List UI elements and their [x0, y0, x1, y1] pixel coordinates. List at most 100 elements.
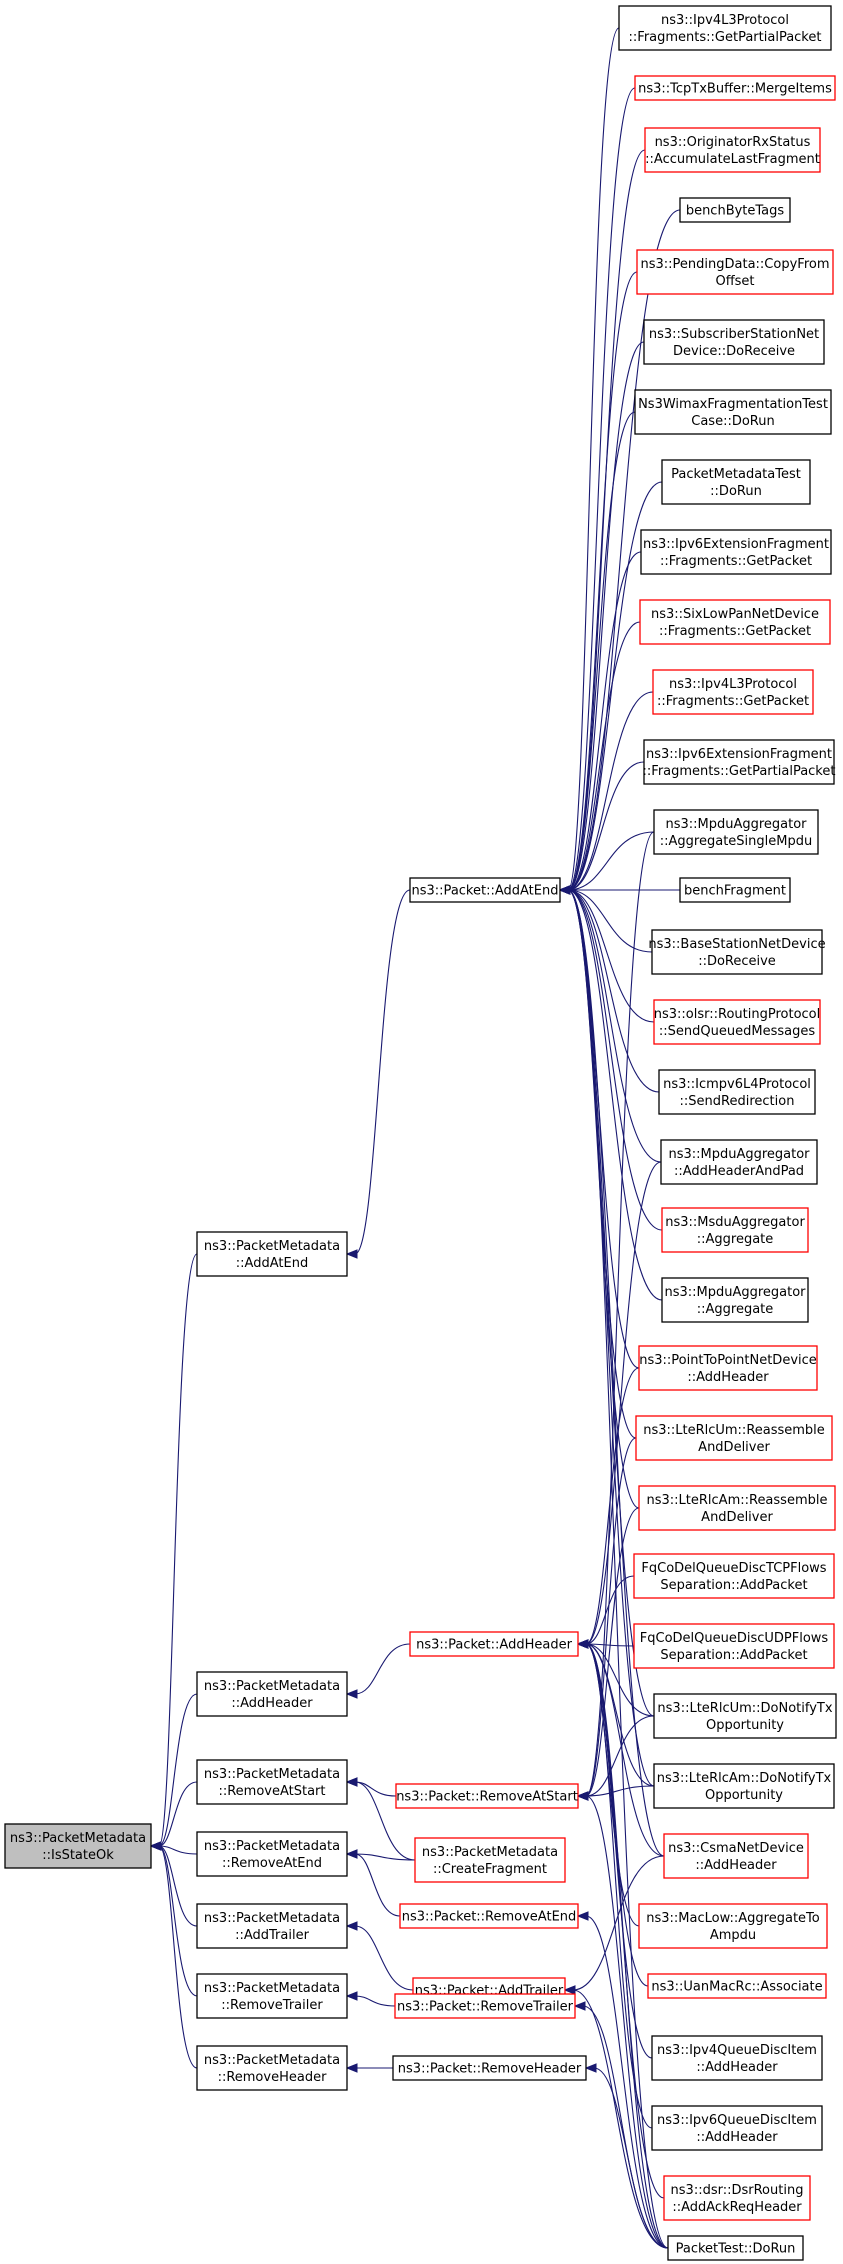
- graph-node[interactable]: ns3::MpduAggregator::Aggregate: [661, 1277, 809, 1323]
- graph-node[interactable]: ns3::MpduAggregator::AggregateSingleMpdu: [653, 809, 819, 855]
- graph-node[interactable]: ns3::Ipv4L3Protocol::Fragments::GetPacke…: [652, 669, 814, 715]
- node-label: benchByteTags: [686, 204, 785, 219]
- node-box: [638, 1903, 828, 1949]
- node-label: ::AddHeader: [695, 1858, 777, 1873]
- node-label: ::AddTrailer: [235, 1928, 309, 1943]
- node-box: [409, 877, 561, 903]
- arrowhead-icon: [576, 1911, 589, 1921]
- node-box: [633, 1553, 835, 1599]
- call-edge: [585, 1795, 669, 2249]
- node-box: [658, 1069, 816, 1115]
- graph-node[interactable]: ns3::PacketMetadata::RemoveTrailer: [196, 1973, 348, 2019]
- graph-node[interactable]: ns3::MpduAggregator::AddHeaderAndPad: [660, 1139, 818, 1185]
- graph-node[interactable]: ns3::PointToPointNetDevice::AddHeader: [638, 1345, 818, 1391]
- node-label: ns3::Packet::AddAtEnd: [412, 884, 559, 899]
- node-label: ::Aggregate: [697, 1232, 774, 1247]
- graph-node[interactable]: ns3::Ipv4L3Protocol::Fragments::GetParti…: [618, 5, 832, 51]
- node-label: ns3::Packet::AddHeader: [416, 1638, 572, 1653]
- call-edge: [354, 1925, 414, 1991]
- call-edge: [158, 1781, 198, 1847]
- node-label: FqCoDelQueueDiscTCPFlows: [641, 1561, 826, 1576]
- graph-node[interactable]: ns3::UanMacRc::Associate: [647, 1973, 827, 1999]
- node-label: Opportunity: [706, 1718, 784, 1733]
- call-edge: [567, 209, 681, 891]
- graph-node[interactable]: ns3::OriginatorRxStatus::AccumulateLastF…: [644, 127, 821, 173]
- graph-node[interactable]: ns3::PacketMetadata::AddAtEnd: [196, 1231, 348, 1277]
- graph-node[interactable]: ns3::PacketMetadata::IsStateOk: [4, 1823, 152, 1869]
- node-label: ::Fragments::GetPartialPacket: [629, 30, 822, 45]
- graph-node[interactable]: ns3::Icmpv6L4Protocol::SendRedirection: [658, 1069, 816, 1115]
- node-label: ::CreateFragment: [433, 1862, 547, 1877]
- node-box: [640, 529, 832, 575]
- call-edge: [585, 1575, 635, 1645]
- node-box: [661, 1277, 809, 1323]
- call-edge: [354, 1643, 411, 1695]
- call-edge: [567, 889, 665, 1857]
- call-edge: [585, 1915, 669, 2249]
- node-label: ::AggregateSingleMpdu: [660, 834, 812, 849]
- graph-node[interactable]: benchFragment: [679, 877, 791, 903]
- graph-node[interactable]: ns3::Packet::RemoveTrailer: [394, 1993, 576, 2019]
- graph-node[interactable]: ns3::PacketMetadata::AddHeader: [196, 1671, 348, 1717]
- node-label: ::Fragments::GetPacket: [659, 624, 811, 639]
- graph-node[interactable]: ns3::Packet::RemoveHeader: [392, 2055, 587, 2081]
- call-edge: [567, 551, 642, 891]
- node-box: [196, 1831, 348, 1877]
- graph-node[interactable]: ns3::BaseStationNetDevice::DoReceive: [648, 929, 826, 975]
- call-edge: [158, 1253, 198, 1847]
- graph-node[interactable]: ns3::SubscriberStationNetDevice::DoRecei…: [643, 319, 825, 365]
- graph-node[interactable]: ns3::PacketMetadata::RemoveAtEnd: [196, 1831, 348, 1877]
- node-label: ::AddAtEnd: [236, 1256, 308, 1271]
- node-label: ns3::PacketMetadata: [204, 2053, 340, 2068]
- graph-node[interactable]: ns3::PacketMetadata::RemoveAtStart: [196, 1759, 348, 1805]
- node-box: [414, 1837, 566, 1883]
- node-label: ns3::BaseStationNetDevice: [648, 937, 825, 952]
- graph-node[interactable]: ns3::MsduAggregator::Aggregate: [661, 1207, 809, 1253]
- node-box: [661, 459, 811, 505]
- node-box: [196, 2045, 348, 2091]
- graph-node[interactable]: PacketMetadataTest::DoRun: [661, 459, 811, 505]
- graph-node[interactable]: ns3::SixLowPanNetDevice::Fragments::GetP…: [639, 599, 831, 645]
- call-edge: [585, 1437, 637, 1797]
- node-box: [196, 1973, 348, 2019]
- graph-node[interactable]: FqCoDelQueueDiscTCPFlowsSeparation::AddP…: [633, 1553, 835, 1599]
- graph-node[interactable]: ns3::PacketMetadata::CreateFragment: [414, 1837, 566, 1883]
- node-label: ns3::LteRlcAm::Reassemble: [647, 1493, 828, 1508]
- node-label: ns3::Packet::RemoveHeader: [398, 2062, 582, 2077]
- node-label: ns3::MacLow::AggregateTo: [646, 1911, 820, 1926]
- graph-node[interactable]: ns3::dsr::DsrRouting::AddAckReqHeader: [663, 2175, 811, 2221]
- arrowhead-icon: [345, 1777, 358, 1787]
- arrowhead-icon: [345, 1921, 358, 1931]
- graph-node[interactable]: ns3::Ipv6ExtensionFragment::Fragments::G…: [640, 529, 832, 575]
- graph-node[interactable]: ns3::PacketMetadata::RemoveHeader: [196, 2045, 348, 2091]
- graph-node[interactable]: ns3::Packet::AddHeader: [409, 1631, 579, 1657]
- node-label: ::AddHeader: [696, 2060, 778, 2075]
- call-edge: [567, 411, 636, 891]
- node-label: ns3::Ipv4L3Protocol: [669, 677, 797, 692]
- call-edge: [567, 341, 645, 891]
- graph-node[interactable]: ns3::Packet::RemoveAtStart: [395, 1783, 579, 1809]
- node-label: ::SendQueuedMessages: [659, 1024, 815, 1039]
- graph-node[interactable]: ns3::Ipv6QueueDiscItem::AddHeader: [651, 2105, 823, 2151]
- node-label: ::Fragments::GetPacket: [660, 554, 812, 569]
- graph-node[interactable]: ns3::Packet::AddAtEnd: [409, 877, 561, 903]
- graph-node[interactable]: PacketTest::DoRun: [667, 2235, 804, 2261]
- node-label: ::RemoveTrailer: [221, 1998, 323, 2013]
- graph-node[interactable]: FqCoDelQueueDiscUDPFlowsSeparation::AddP…: [633, 1623, 835, 1669]
- graph-node[interactable]: ns3::Packet::RemoveAtEnd: [399, 1903, 579, 1929]
- graph-node[interactable]: ns3::CsmaNetDevice::AddHeader: [663, 1833, 809, 1879]
- graph-node[interactable]: ns3::Ipv4QueueDiscItem::AddHeader: [651, 2035, 823, 2081]
- graph-node[interactable]: ns3::Ipv6ExtensionFragment::Fragments::G…: [643, 739, 836, 785]
- node-label: ns3::Ipv4QueueDiscItem: [657, 2043, 817, 2058]
- graph-node[interactable]: ns3::TcpTxBuffer::MergeItems: [634, 75, 836, 101]
- graph-node[interactable]: ns3::PacketMetadata::AddTrailer: [196, 1903, 348, 1949]
- graph-node[interactable]: benchByteTags: [679, 197, 791, 223]
- graph-node[interactable]: ns3::olsr::RoutingProtocol::SendQueuedMe…: [653, 999, 821, 1045]
